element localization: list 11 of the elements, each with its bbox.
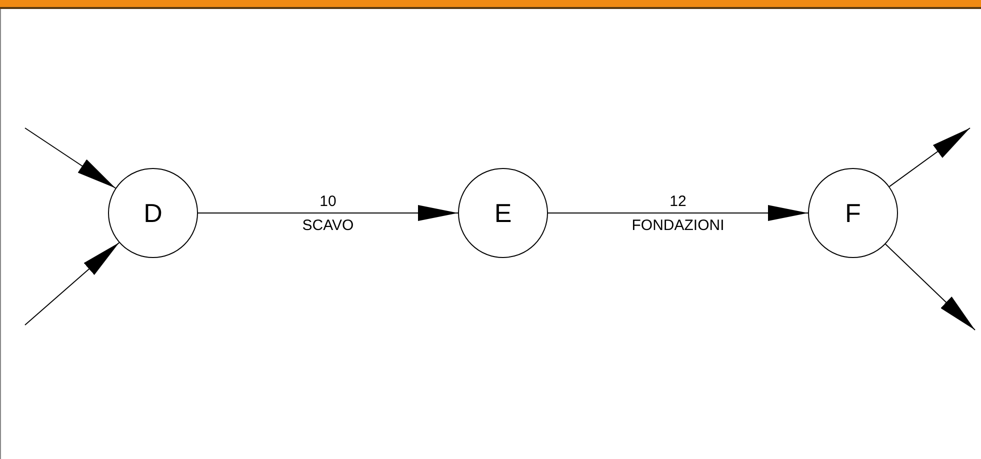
edge-label: 10 SCAVO bbox=[302, 192, 354, 236]
arrow bbox=[198, 205, 458, 221]
arrow bbox=[24, 128, 116, 189]
arrow bbox=[24, 242, 120, 326]
node-label: F bbox=[845, 198, 861, 228]
arrow bbox=[888, 128, 970, 188]
node-label: D bbox=[144, 198, 162, 228]
node-label: E bbox=[494, 198, 512, 228]
arrow bbox=[884, 244, 976, 330]
arrow bbox=[548, 205, 808, 221]
edge-label: 12 FONDAZIONI bbox=[632, 192, 724, 236]
